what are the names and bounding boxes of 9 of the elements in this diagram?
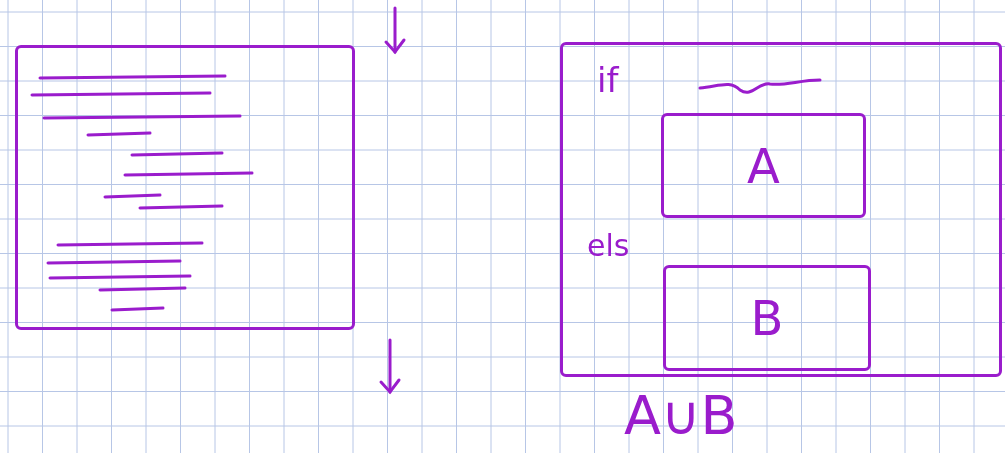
code-block xyxy=(15,45,355,330)
condition-keyword: if xyxy=(597,63,619,97)
else-keyword: els xyxy=(587,231,630,261)
branch-box xyxy=(663,265,871,371)
branch-label: B xyxy=(750,294,784,342)
branch-box xyxy=(661,113,866,218)
union-label: A∪B xyxy=(624,389,738,443)
branch-label: A xyxy=(747,141,780,190)
condition-block xyxy=(560,42,1002,377)
